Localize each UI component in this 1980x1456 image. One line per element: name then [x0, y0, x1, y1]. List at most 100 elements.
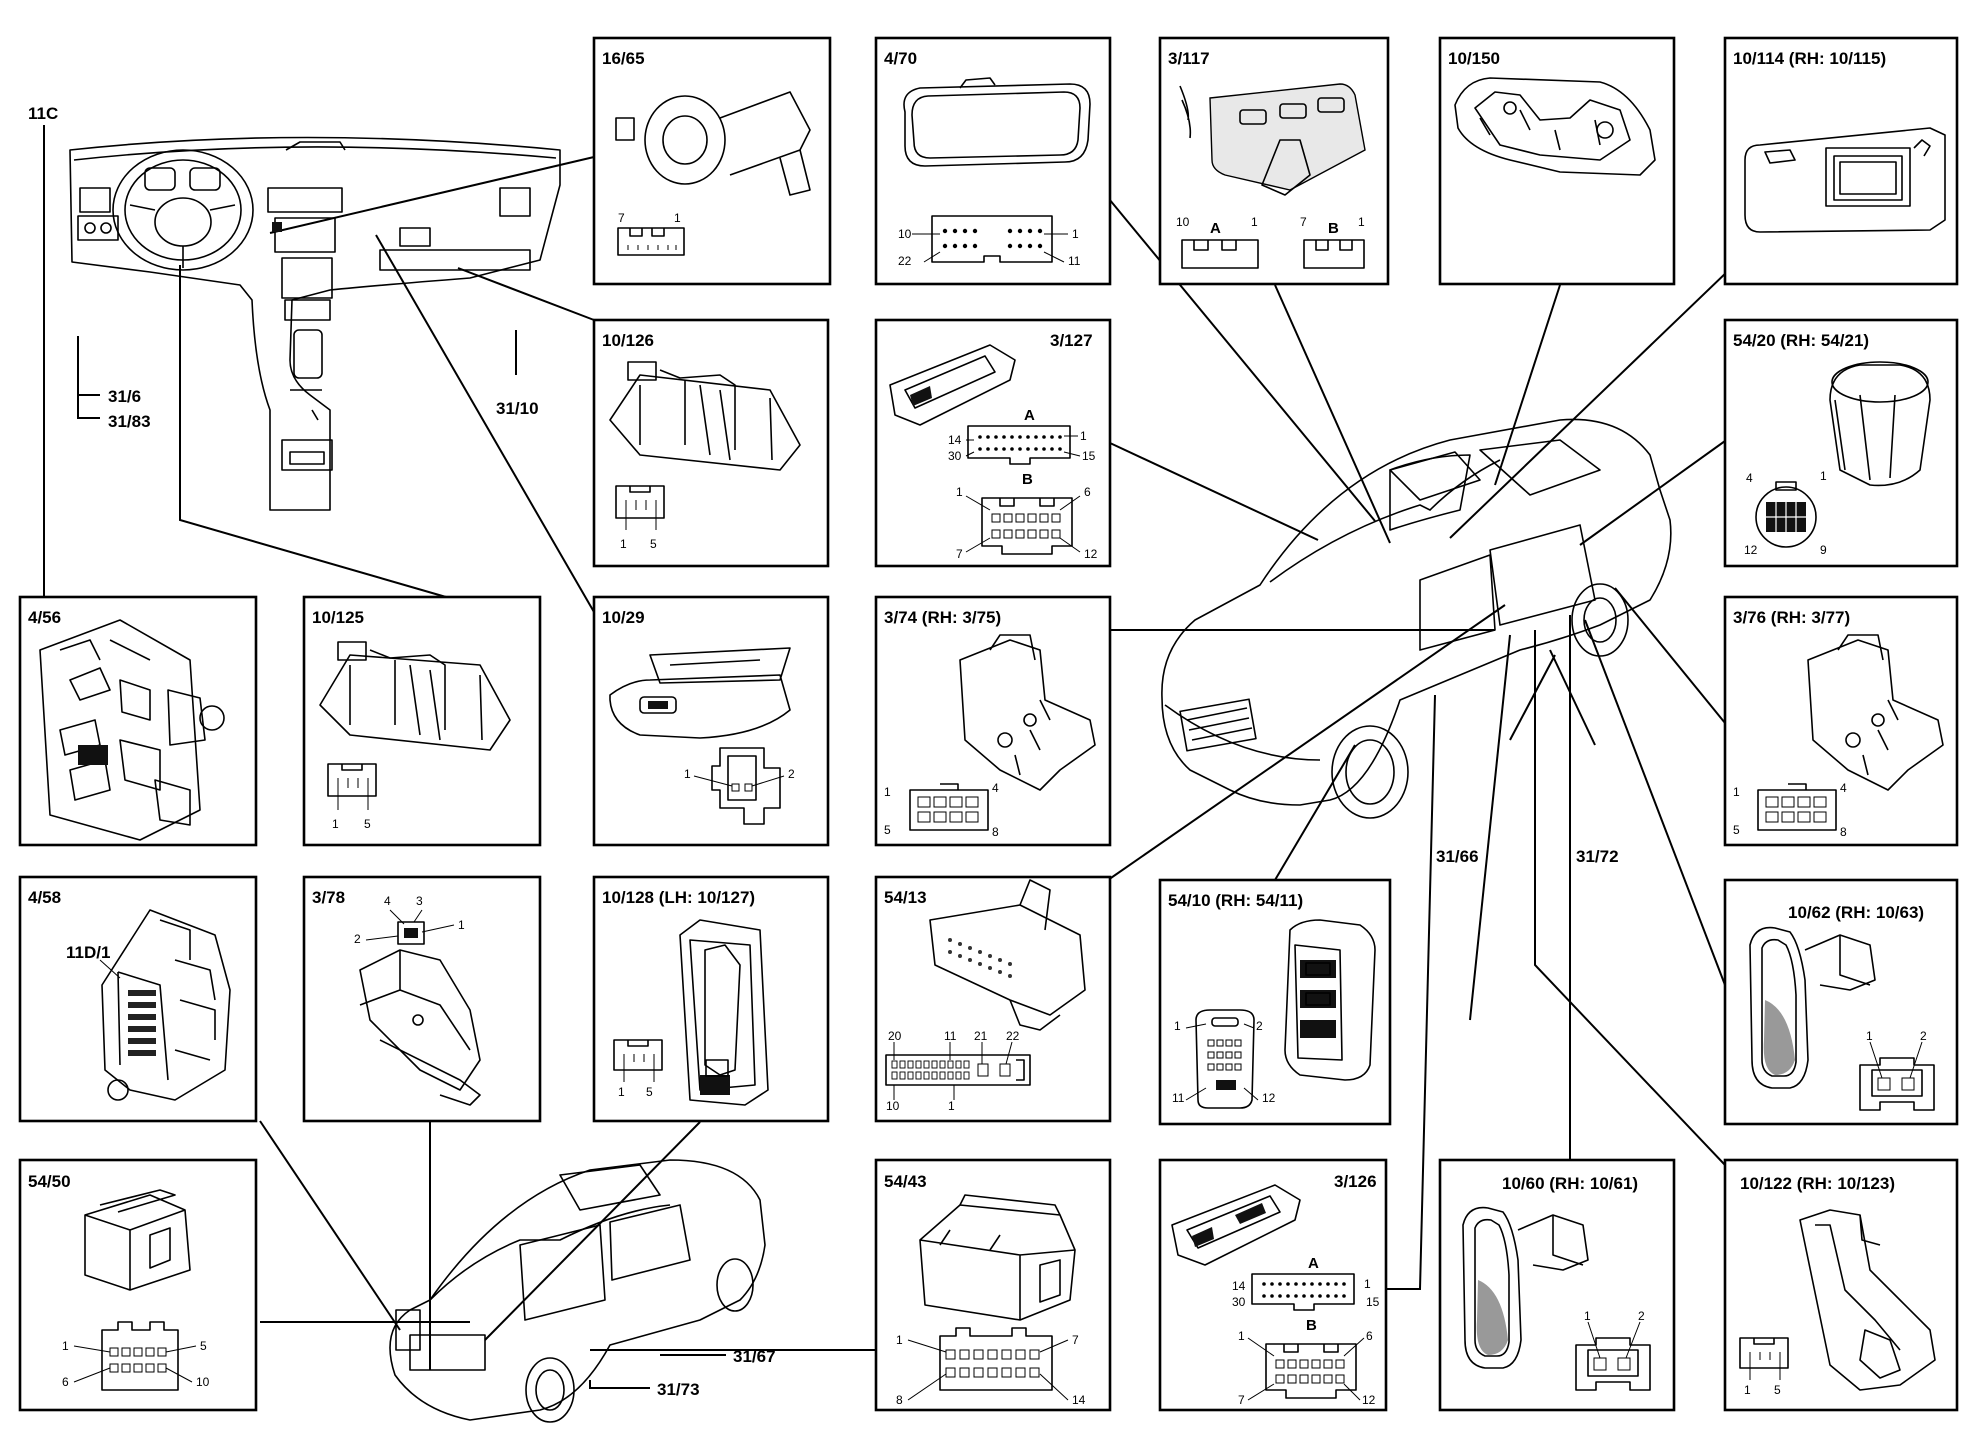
pin-label: 10	[1176, 215, 1190, 229]
pin-label: 11	[1068, 254, 1081, 268]
panel-title: 54/50	[28, 1172, 71, 1191]
panel-4-70: 4/70 10 1 22 11	[874, 36, 1112, 286]
panel-3-126: 3/126 A 14 1 30 15 B 1 6 7 12	[1158, 1158, 1388, 1412]
panel-10-114: 10/114 (RH: 10/115)	[1723, 36, 1959, 286]
pin-label: 22	[1006, 1029, 1020, 1043]
dashboard-drawing: 11C 31/6 31/83 31/10	[28, 104, 561, 511]
pin-label: 2	[354, 932, 361, 946]
panel-54-20: 54/20 (RH: 54/21) 4 1 12 9	[1723, 318, 1959, 568]
panel-54-10: 54/10 (RH: 54/11) 1 2 11 12	[1158, 878, 1392, 1126]
panel-4-56: 4/56	[18, 595, 258, 847]
sedan-drawing-rear: 31/67 31/73	[389, 1159, 776, 1423]
connector-label: B	[1306, 1317, 1317, 1334]
panel-title: 10/125	[312, 608, 364, 627]
label-31-66: 31/66	[1436, 847, 1479, 866]
panel-title: 4/58	[28, 888, 61, 907]
pin-label: 1	[1080, 429, 1087, 443]
panel-4-58: 4/58 11D/1	[18, 875, 258, 1123]
panel-10-62: 10/62 (RH: 10/63) 1 2	[1723, 878, 1959, 1126]
pin-label: 12	[1084, 547, 1098, 561]
pin-label: 4	[1840, 781, 1847, 795]
pin-label: 1	[1820, 469, 1827, 483]
pin-label: 14	[1072, 1393, 1086, 1407]
panel-3-78: 3/78 4 3 2 1	[302, 875, 542, 1123]
panel-10-128: 10/128 (LH: 10/127) 1 5	[592, 875, 830, 1123]
pin-label: 5	[646, 1085, 653, 1099]
pin-label: 12	[1362, 1393, 1376, 1407]
pin-label: 15	[1082, 449, 1096, 463]
pin-label: 1	[332, 817, 339, 831]
pin-label: 2	[788, 767, 795, 781]
label-31-6: 31/6	[108, 387, 141, 406]
panel-3-127: 3/127 A 14 1 30 15 B 1 6 7 12	[874, 318, 1112, 568]
pin-label: 12	[1744, 543, 1758, 557]
panel-title: 4/70	[884, 49, 917, 68]
pin-label: 7	[1072, 1333, 1079, 1347]
pin-label: 5	[1774, 1383, 1781, 1397]
panel-title: 3/74 (RH: 3/75)	[884, 608, 1001, 627]
panel-title: 10/29	[602, 608, 645, 627]
pin-label: 1	[948, 1099, 955, 1113]
panel-title: 10/128 (LH: 10/127)	[602, 888, 755, 907]
pin-label: 7	[618, 211, 625, 225]
pin-label: 4	[992, 781, 999, 795]
sedan-drawing-front	[1161, 418, 1672, 819]
panel-10-150: 10/150	[1438, 36, 1676, 286]
pin-label: 7	[1238, 1393, 1245, 1407]
pin-label: 10	[196, 1375, 210, 1389]
pin-label: 1	[956, 485, 963, 499]
pin-label: 10	[886, 1099, 900, 1113]
connector-label: B	[1022, 471, 1033, 488]
panel-3-117: 3/117 10 1 A 7 1 B	[1158, 36, 1390, 286]
panel-10-60: 10/60 (RH: 10/61) 1 2	[1438, 1158, 1676, 1412]
leader-lines	[43, 156, 1756, 1389]
panel-title: 10/62 (RH: 10/63)	[1788, 903, 1924, 922]
pin-label: 22	[898, 254, 912, 268]
pin-label: 1	[1174, 1019, 1181, 1033]
panel-title: 3/76 (RH: 3/77)	[1733, 608, 1850, 627]
panel-title: 3/127	[1050, 331, 1093, 350]
pin-label: 6	[1366, 1329, 1373, 1343]
panel-title: 54/20 (RH: 54/21)	[1733, 331, 1869, 350]
panel-54-50: 54/50 1 5 6 10	[18, 1158, 258, 1412]
pin-label: 11	[1172, 1091, 1185, 1105]
pin-label: 1	[684, 767, 691, 781]
pin-label: 1	[1238, 1329, 1245, 1343]
pin-label: 1	[1733, 785, 1740, 799]
panel-title: 3/78	[312, 888, 345, 907]
panel-16-65: 16/65 7 1	[592, 36, 832, 286]
pin-label: 8	[992, 825, 999, 839]
panel-title: 54/10 (RH: 54/11)	[1168, 891, 1303, 910]
pin-label: 14	[948, 433, 962, 447]
pin-label: 12	[1262, 1091, 1276, 1105]
pin-label: 8	[896, 1393, 903, 1407]
pin-label: 1	[1364, 1277, 1371, 1291]
pin-label: 6	[1084, 485, 1091, 499]
panel-title: 10/60 (RH: 10/61)	[1502, 1174, 1638, 1193]
pin-label: 11	[944, 1029, 957, 1043]
panel-title: 3/126	[1334, 1172, 1377, 1191]
pin-label: 1	[1251, 215, 1258, 229]
pin-label: 2	[1256, 1019, 1263, 1033]
panel-10-125: 10/125 1 5	[302, 595, 542, 847]
label-31-10: 31/10	[496, 399, 539, 418]
panel-title: 16/65	[602, 49, 645, 68]
pin-label: 1	[674, 211, 681, 225]
pin-label: 1	[62, 1339, 69, 1353]
pin-label: 1	[1866, 1029, 1873, 1043]
sub-label: 11D/1	[66, 943, 110, 962]
pin-label: 10	[898, 227, 912, 241]
connector-label: B	[1328, 220, 1339, 237]
pin-label: 1	[618, 1085, 625, 1099]
pin-label: 1	[1584, 1309, 1591, 1323]
pin-label: 1	[458, 918, 465, 932]
panel-title: 3/117	[1168, 49, 1210, 68]
pin-label: 1	[620, 537, 627, 551]
pin-label: 30	[1232, 1295, 1246, 1309]
panel-title: 10/114 (RH: 10/115)	[1733, 49, 1886, 68]
pin-label: 1	[1744, 1383, 1751, 1397]
pin-label: 1	[1358, 215, 1365, 229]
pin-label: 1	[1072, 227, 1079, 241]
pin-label: 14	[1232, 1279, 1246, 1293]
